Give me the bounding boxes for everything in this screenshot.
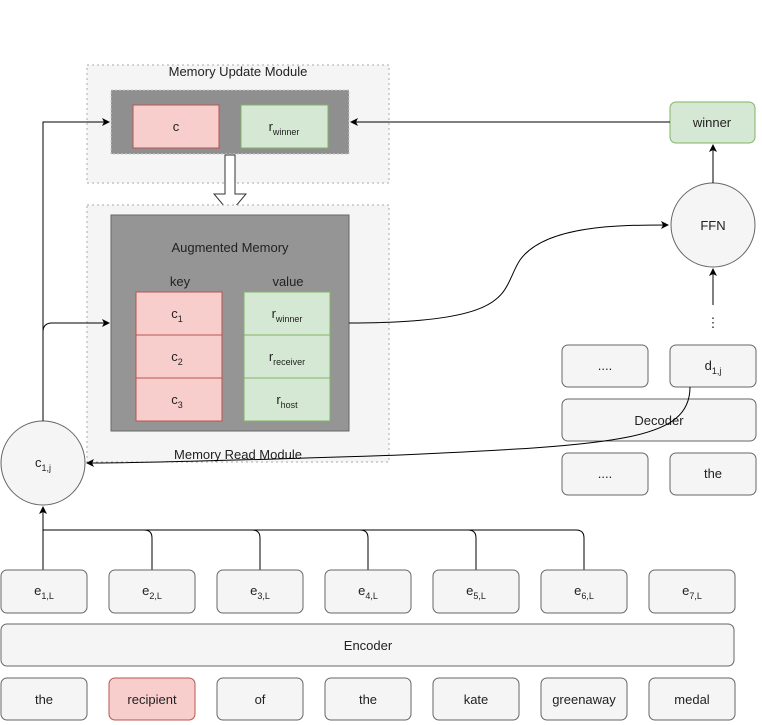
- token-box: [648, 677, 736, 721]
- memory-key-cell: [135, 291, 223, 336]
- memory-key-label: c3: [171, 392, 183, 410]
- decoder: .... d1,j Decoder .... the: [561, 344, 757, 496]
- decoder-hidden-ellipsis: ....: [598, 358, 612, 373]
- encoder-hidden-box: [324, 569, 412, 614]
- memory-key-label: c1: [171, 306, 183, 324]
- output-winner-label: winner: [692, 115, 732, 130]
- augmented-memory-title: Augmented Memory: [171, 240, 289, 255]
- encoder-connector-line: [43, 529, 369, 570]
- token-box: [324, 677, 412, 721]
- update-key-box: [132, 104, 220, 149]
- memory-key-cell: [135, 334, 223, 379]
- memory-value-cell: [243, 334, 331, 379]
- update-arrow-icon: [212, 154, 248, 214]
- memory-update-module: Memory Update Module c rwinner: [86, 64, 390, 184]
- token-box: [432, 677, 520, 721]
- ffn-label: FFN: [700, 218, 725, 233]
- context-to-update-arrow: [42, 118, 110, 421]
- memory-to-ffn-arrow: [348, 221, 669, 324]
- memory-value-label: rwinner: [272, 306, 303, 324]
- memory-value-cell: [243, 291, 331, 336]
- memory-read-module: Augmented Memory key value c1 rwinner c2 rr…: [86, 204, 390, 463]
- encoder-hidden-label: e6,L: [574, 583, 594, 601]
- memory-value-cell: [243, 377, 331, 422]
- encoder-hidden-box: [108, 569, 196, 614]
- encoder-label: Encoder: [344, 638, 393, 653]
- token-label: the: [35, 692, 53, 707]
- memory-value-label: rhost: [276, 392, 298, 410]
- key-header: key: [170, 274, 191, 289]
- memory-update-module-title: Memory Update Module: [169, 64, 308, 79]
- encoder-hidden-box: [216, 569, 304, 614]
- token-label: greenaway: [552, 692, 616, 707]
- encoder-hidden-label: e2,L: [142, 583, 162, 601]
- encoder-hidden-label: e1,L: [34, 583, 54, 601]
- update-value-label: rwinner: [269, 119, 300, 137]
- context-to-read-arrow: [42, 319, 110, 333]
- encoder-box: [0, 623, 735, 667]
- encoder-hidden-label: e7,L: [682, 583, 702, 601]
- update-key-label: c: [173, 119, 180, 134]
- encoder-connector-line: [43, 529, 585, 570]
- decoder-hidden-d1j: d1,j: [705, 358, 722, 376]
- encoder-hidden-label: e5,L: [466, 583, 486, 601]
- token-label: the: [359, 692, 377, 707]
- token-box: [216, 677, 304, 721]
- encoder-hidden-box: [540, 569, 628, 614]
- token-box: [108, 677, 196, 721]
- update-value-box: [240, 104, 329, 149]
- decoder-to-context-arrow: [86, 386, 691, 467]
- token-box: [540, 677, 628, 721]
- decoder-input-the: the: [704, 466, 722, 481]
- encoder-hidden-label: e3,L: [250, 583, 270, 601]
- decoder-label: Decoder: [634, 413, 684, 428]
- encoder-hidden-label: e4,L: [358, 583, 378, 601]
- encoder-hidden-box: [0, 569, 88, 614]
- memory-key-label: c2: [171, 349, 183, 367]
- memory-value-label: rreceiver: [269, 349, 305, 367]
- ellipsis-vertical: ⋮: [707, 315, 720, 330]
- encoder-hidden-box: [432, 569, 520, 614]
- encoder-connector-line: [43, 529, 153, 570]
- memory-read-module-title: Memory Read Module: [174, 447, 302, 462]
- encoder-hidden-box: [648, 569, 736, 614]
- decoder-input-ellipsis: ....: [598, 466, 612, 481]
- memory-key-cell: [135, 377, 223, 422]
- token-label: kate: [464, 692, 489, 707]
- token-box: [0, 677, 88, 721]
- token-label: medal: [674, 692, 710, 707]
- context-label: c1,j: [35, 455, 51, 473]
- token-label: recipient: [127, 692, 177, 707]
- value-header: value: [272, 274, 303, 289]
- token-label: of: [255, 692, 266, 707]
